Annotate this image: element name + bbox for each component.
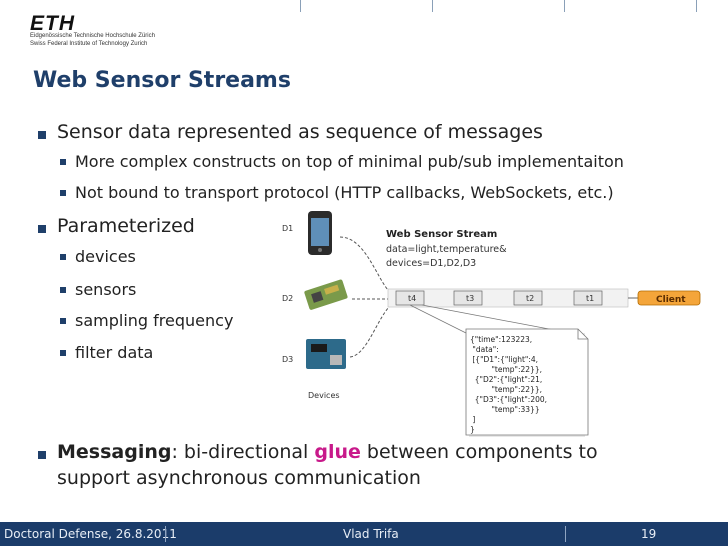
stream-title: Web Sensor Stream (386, 229, 497, 240)
sensor-board-image (304, 279, 348, 310)
svg-text:t2: t2 (526, 294, 534, 303)
phone-device-image (308, 211, 332, 255)
sub-bullet-filter: filter data (75, 343, 154, 362)
footer-divider (165, 526, 166, 542)
json-line: "temp":22}}, (470, 365, 542, 374)
sub-bullet-sampling: sampling frequency (75, 311, 234, 330)
institution-name-en: Swiss Federal Institute of Technology Zu… (30, 41, 148, 47)
json-line: ] (470, 415, 475, 424)
messaging-term: Messaging (57, 441, 172, 463)
devices-caption: Devices (308, 391, 340, 400)
svg-text:t4: t4 (408, 294, 416, 303)
sub-bullet-marker (60, 287, 66, 293)
sub-bullet-marker (60, 190, 66, 196)
json-line: "temp":33}} (470, 405, 540, 414)
header-divider (564, 0, 565, 12)
json-line: "data": (470, 345, 499, 354)
message-t4: t4 (395, 290, 425, 306)
footer-bar (0, 522, 728, 546)
bullet-messaging: Messaging: bi-directional glue between c… (57, 441, 598, 463)
stream-url-line2: devices=D1,D2,D3 (386, 258, 476, 269)
bullet-marker (38, 131, 46, 139)
device-label-d3: D3 (282, 355, 293, 364)
header-divider (696, 0, 697, 12)
bullet-marker (38, 451, 46, 459)
json-line: {"time":123223, (470, 335, 532, 344)
json-line: } (470, 425, 475, 434)
message-t3: t3 (453, 290, 483, 306)
callout-line (409, 304, 467, 334)
json-message-note: {"time":123223, "data": [{"D1":{"light":… (270, 205, 589, 437)
header-divider (300, 0, 301, 12)
svg-text:Client: Client (656, 295, 686, 305)
bullet-sensor-data: Sensor data represented as sequence of m… (57, 121, 543, 143)
glue-highlight: glue (314, 441, 361, 463)
sub-bullet-marker (60, 254, 66, 260)
sub-bullet-transport: Not bound to transport protocol (HTTP ca… (75, 183, 614, 202)
eth-logo: ETH (30, 12, 75, 35)
sub-bullet-sensors: sensors (75, 280, 137, 299)
message-t2: t2 (513, 290, 543, 306)
json-line: {"D3":{"light":200, (470, 395, 547, 404)
device-arrow (349, 300, 399, 358)
header-divider (432, 0, 433, 12)
svg-text:t3: t3 (466, 294, 474, 303)
json-line: {"D2":{"light":21, (470, 375, 542, 384)
json-line: [{"D1":{"light":4, (470, 355, 538, 364)
stream-url-line1: data=light,temperature& (386, 244, 507, 255)
json-line: "temp":22}}, (470, 385, 542, 394)
arduino-board-image (306, 339, 346, 369)
footer-author: Vlad Trifa (343, 527, 399, 541)
callout-line (421, 304, 571, 334)
message-t1: t1 (573, 290, 603, 306)
slide-title: Web Sensor Streams (33, 68, 291, 93)
svg-text:{"time":123223, "data":: {"time":123223, "data": [{"D1":{"light":… (270, 205, 564, 434)
institution-name-de: Eidgenössische Technische Hochschule Zür… (30, 33, 155, 39)
page-number: 19 (641, 527, 657, 541)
sub-bullet-marker (60, 350, 66, 356)
footer-event: Doctoral Defense, 26.8.2011 (4, 527, 177, 541)
device-label-d1: D1 (282, 224, 293, 233)
bullet-messaging-line2: support asynchronous communication (57, 467, 421, 489)
sub-bullet-devices: devices (75, 247, 136, 266)
bullet-parameterized: Parameterized (57, 215, 195, 237)
svg-text:t1: t1 (586, 294, 594, 303)
sub-bullet-marker (60, 318, 66, 324)
device-label-d2: D2 (282, 294, 293, 303)
bullet-marker (38, 225, 46, 233)
sub-bullet-constructs: More complex constructs on top of minima… (75, 152, 624, 171)
client-box: Client (637, 290, 701, 306)
sub-bullet-marker (60, 159, 66, 165)
web-sensor-stream-diagram: D1 D2 D3 Devices Web Sensor Stream data=… (270, 205, 701, 437)
footer-divider (565, 526, 566, 542)
